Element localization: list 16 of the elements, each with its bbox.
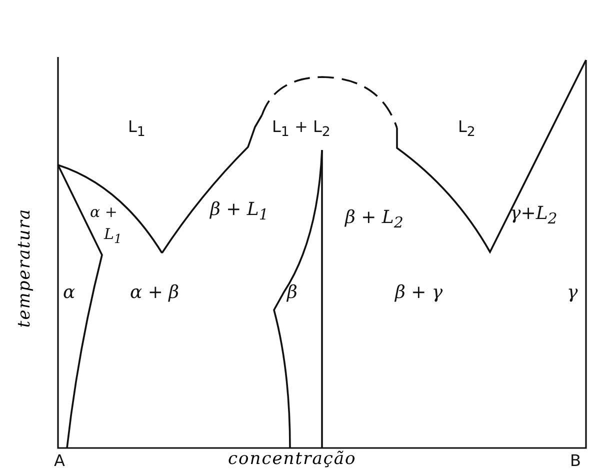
phase-label: L$_{1}$ [128,118,146,141]
phase-label: β + γ [395,283,443,303]
phase-label: β [287,283,298,303]
phase-label: α + β [130,283,180,303]
phase-label: γ [567,283,578,303]
axis-end-label: A [54,452,65,470]
phase-label: α + L$_{1}$ [90,202,123,248]
phase-label: L$_{1}$ + L$_{2}$ [272,118,330,141]
phase-label: β + L$_{1}$ [210,200,268,224]
axis-label: temperatura [14,208,34,328]
phase-label: γ+L$_{2}$ [510,204,558,228]
axis-end-label: B [570,452,581,470]
axis-label: concentração [228,449,356,469]
phase-label: α [63,283,76,303]
phase-label: L$_{2}$ [458,118,476,141]
phase-label: β + L$_{2}$ [345,208,404,232]
